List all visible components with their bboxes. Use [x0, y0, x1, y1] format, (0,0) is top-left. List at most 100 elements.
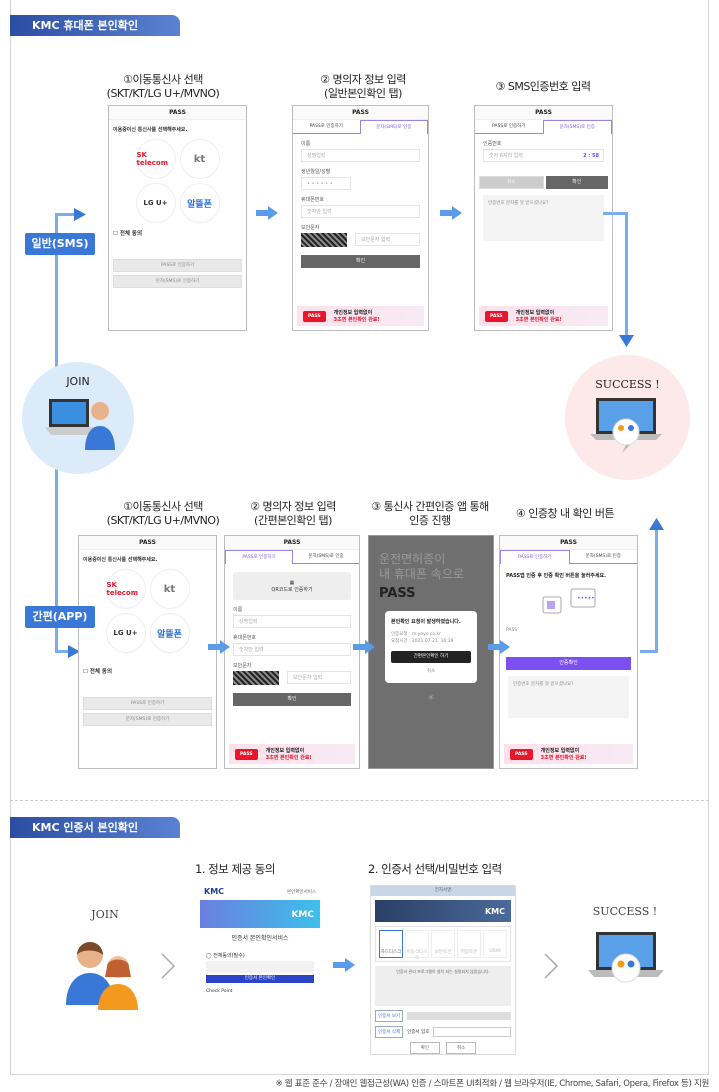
storage-usim[interactable]: USIM: [483, 930, 507, 958]
timer: 2 : 58: [583, 153, 599, 159]
phone-input[interactable]: 숫자만 입력: [301, 205, 420, 218]
carrier-prompt: 이용중이신 통신사를 선택해주세요.: [83, 557, 158, 563]
no-sms-notice: 인증번호 문자를 못 받으셨나요?: [508, 676, 629, 718]
step-title: 2. 인증서 선택/비밀번호 입력: [368, 862, 502, 876]
tab-sms[interactable]: 문자(SMS)로 인증: [542, 120, 612, 134]
tab-sms[interactable]: 문자(SMS)로 인증: [359, 120, 428, 134]
phone-label: 휴대폰번호: [233, 635, 257, 641]
arrow-right-icon: [333, 958, 355, 972]
tab-sms[interactable]: 문자(SMS)로 인증: [293, 550, 359, 564]
step-title: ①이동통신사 선택(SKT/KT/LG U+/MVNO): [106, 73, 220, 100]
carrier-skt[interactable]: SK telecom: [135, 139, 176, 179]
no-sms-notice: 인증번호 문자를 못 받으셨나요?: [483, 195, 604, 241]
pass-auth-button[interactable]: PASS로 인증하기: [113, 259, 242, 272]
tab-pass[interactable]: PASS로 인증하기: [293, 120, 360, 134]
confirm-button[interactable]: 확인: [545, 176, 608, 189]
dialog-title: 전자서명: [371, 886, 515, 896]
arrow-right-icon: [353, 640, 375, 654]
chevron-right-icon: [544, 953, 559, 979]
name-input[interactable]: 성명입력: [233, 615, 351, 628]
storage-harddisk[interactable]: 하드디스크: [379, 930, 403, 958]
carrier-lgu[interactable]: LG U+: [105, 613, 146, 653]
arrow-right-icon: [68, 645, 80, 658]
auth-confirm-button[interactable]: 인증확인: [506, 657, 631, 670]
tab-sms[interactable]: 문자(SMS)로 인증: [569, 550, 637, 564]
section-banner-cert: KMC 인증서 본인확인: [10, 817, 180, 838]
storage-save-token[interactable]: 저장토큰: [457, 930, 481, 958]
captcha-input[interactable]: 보안문자 입력: [287, 671, 351, 684]
main-frame: [10, 0, 709, 1075]
carrier-mvno[interactable]: 알뜰폰: [179, 183, 220, 223]
pass-chat-illustration-icon: •••••: [542, 588, 595, 614]
carrier-kt[interactable]: kt: [149, 569, 190, 609]
section-divider: [10, 800, 709, 801]
birth-input[interactable]: • • • • • •: [301, 177, 351, 190]
name-input[interactable]: 성명입력: [301, 149, 420, 162]
pass-auth-button[interactable]: PASS로 인증하기: [83, 697, 212, 710]
qr-auth-button[interactable]: ▦QR코드로 인증하기: [233, 572, 351, 600]
cert-verify-button[interactable]: 인증서 본인확인: [206, 975, 314, 983]
flow-line: [640, 650, 658, 653]
phone-label: 휴대폰번호: [301, 197, 325, 203]
carrier-mvno[interactable]: 알뜰폰: [149, 613, 190, 653]
storage-removable[interactable]: 이동식디스크: [405, 930, 429, 961]
step4-prompt: PASS앱 인증 후 인증 확인 버튼을 눌러주세요.: [506, 573, 606, 579]
captcha-label: 보안문자: [233, 663, 252, 669]
birth-label: 생년월일/성별: [301, 169, 331, 175]
confirm-button[interactable]: 확인: [301, 255, 420, 268]
pass-header: PASS: [475, 106, 612, 120]
cert-view-button[interactable]: 인증서 보기: [375, 1010, 404, 1022]
pass-header: PASS: [109, 106, 246, 120]
cancel-button[interactable]: 취소: [446, 1042, 477, 1054]
join-label: JOIN: [91, 908, 119, 921]
flow-line: [655, 530, 658, 652]
captcha-label: 보안문자: [301, 225, 320, 231]
carrier-skt[interactable]: SK telecom: [105, 569, 146, 609]
flow-line: [625, 212, 628, 337]
storage-token[interactable]: 보안토큰: [431, 930, 455, 958]
agree-all-checkbox[interactable]: ☐ 전체 동의: [113, 231, 143, 237]
captcha-input[interactable]: 보안문자 입력: [355, 233, 420, 246]
pass-header: PASS: [293, 106, 428, 120]
join-label: JOIN: [66, 375, 90, 388]
tab-pass[interactable]: PASS로 인증하기: [225, 550, 293, 564]
success-label: SUCCESS !: [595, 378, 660, 391]
phone-input[interactable]: 숫자만 입력: [233, 643, 351, 656]
agree-all-checkbox[interactable]: ◯ 전체동의(필수): [206, 953, 245, 959]
cancel-button[interactable]: 취소: [479, 176, 544, 189]
tab-pass[interactable]: PASS로 인증하기: [500, 550, 570, 564]
dialog-cancel-button[interactable]: 취소: [426, 669, 436, 674]
step-title: ② 명의자 정보 입력(일반본인확인 탭): [320, 73, 406, 100]
app-label: 간편(APP): [25, 606, 95, 628]
carrier-kt[interactable]: kt: [179, 139, 220, 179]
step-title: ①이동통신사 선택(SKT/KT/LG U+/MVNO): [106, 500, 220, 527]
cert-delete-button[interactable]: 인증서 삭제: [375, 1026, 404, 1038]
captcha-image: [301, 233, 347, 247]
carrier-lgu[interactable]: LG U+: [135, 183, 176, 223]
confirm-button[interactable]: 확인: [233, 693, 351, 706]
tab-pass[interactable]: PASS로 인증하기: [475, 120, 543, 134]
sms-auth-button[interactable]: 문자(SMS)로 인증하기: [83, 713, 212, 726]
flow-line: [55, 213, 80, 216]
captcha-image: [233, 671, 279, 685]
cert-password-input[interactable]: [433, 1027, 511, 1037]
ok-button[interactable]: 확인: [409, 1042, 440, 1054]
arrow-down-icon: [619, 335, 634, 347]
svg-text:•••••: •••••: [577, 595, 595, 602]
simple-auth-button[interactable]: 간편본인확인 하기: [391, 651, 471, 663]
arrow-up-icon: [649, 518, 664, 530]
sms-auth-button[interactable]: 문자(SMS)로 인증하기: [113, 275, 242, 288]
agree-all-checkbox[interactable]: ☐ 전체 동의: [83, 669, 113, 675]
chevron-right-icon: [161, 953, 176, 979]
user-laptop-icon: [45, 399, 115, 450]
success-laptop-icon: [590, 398, 662, 453]
arrow-right-icon: [256, 206, 278, 220]
success-laptop-icon: [588, 932, 664, 983]
